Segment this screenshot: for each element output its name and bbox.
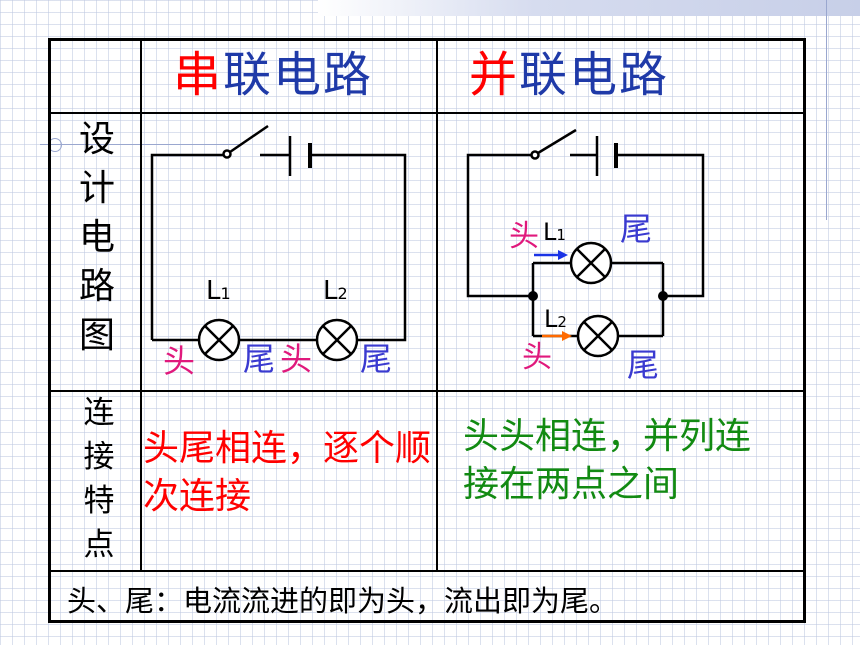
series-heading-first-char: 串 (173, 47, 224, 103)
series-heading-rest: 联电路 (223, 47, 374, 103)
series-circuit-heading: 串联电路 (173, 47, 373, 103)
table-divider-h3 (51, 570, 803, 572)
comparison-table: 串联电路 并联电路 设计电路图 连接特点 头尾相连，逐个顺次连接 头头相连，并列… (48, 38, 806, 623)
decor-line-vertical (826, 0, 827, 220)
connect-row-label: 连接特点 (83, 395, 115, 563)
parallel-circuit-heading: 并联电路 (469, 47, 669, 103)
series-feature-text: 头尾相连，逐个顺次连接 (143, 428, 432, 517)
design-row-label: 设计电路图 (78, 119, 115, 356)
table-divider-v2 (436, 41, 438, 572)
footer-note: 头、尾：电流流进的即为头，流出即为尾。 (67, 584, 619, 618)
table-divider-h1 (51, 112, 803, 114)
parallel-feature-text: 头头相连，并列连接在两点之间 (463, 416, 752, 505)
parallel-heading-rest: 联电路 (519, 47, 670, 103)
table-divider-v1 (140, 41, 142, 572)
top-decor-band (318, 0, 860, 16)
table-divider-h2 (51, 390, 803, 392)
parallel-heading-first-char: 并 (469, 47, 520, 103)
